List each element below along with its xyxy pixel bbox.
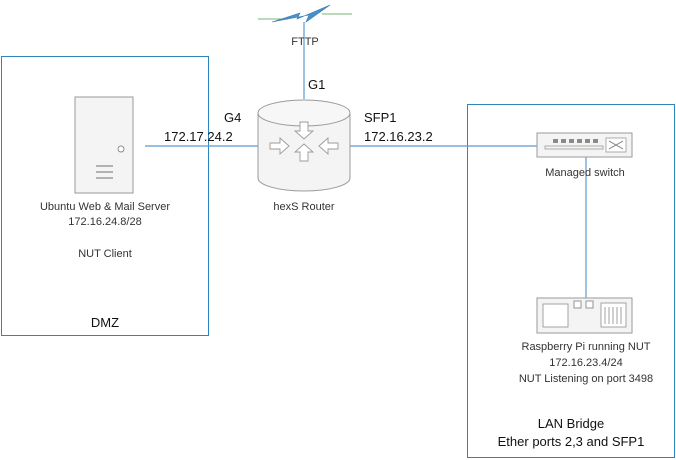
router-label: hexS Router bbox=[273, 201, 335, 213]
router-dmz-ip: 172.17.24.2 bbox=[164, 129, 233, 144]
lan-zone-label-line1: LAN Bridge bbox=[537, 416, 605, 431]
raspberry-pi-icon bbox=[536, 297, 633, 334]
server-role: NUT Client bbox=[78, 248, 132, 260]
router-port-g1: G1 bbox=[308, 77, 326, 92]
dmz-zone bbox=[1, 56, 209, 336]
pi-note: NUT Listening on port 3498 bbox=[518, 373, 654, 385]
router-lan-ip: 172.16.23.2 bbox=[364, 129, 433, 144]
switch-label: Managed switch bbox=[545, 167, 625, 179]
fttp-label: FTTP bbox=[291, 36, 319, 48]
lightning-icon bbox=[258, 4, 352, 23]
dmz-zone-label: DMZ bbox=[90, 315, 120, 330]
server-ip: 172.16.24.8/28 bbox=[68, 216, 142, 228]
router-icon bbox=[257, 99, 351, 192]
managed-switch-icon bbox=[536, 132, 633, 158]
router-port-g4: G4 bbox=[224, 110, 242, 125]
server-icon bbox=[74, 96, 134, 194]
pi-ip: 172.16.23.4/24 bbox=[549, 357, 623, 369]
router-port-sfp1: SFP1 bbox=[364, 110, 397, 125]
server-name: Ubuntu Web & Mail Server bbox=[39, 201, 171, 213]
lan-bridge-zone bbox=[467, 104, 675, 458]
pi-name: Raspberry Pi running NUT bbox=[521, 341, 651, 353]
lan-zone-label-line2: Ether ports 2,3 and SFP1 bbox=[497, 434, 645, 449]
